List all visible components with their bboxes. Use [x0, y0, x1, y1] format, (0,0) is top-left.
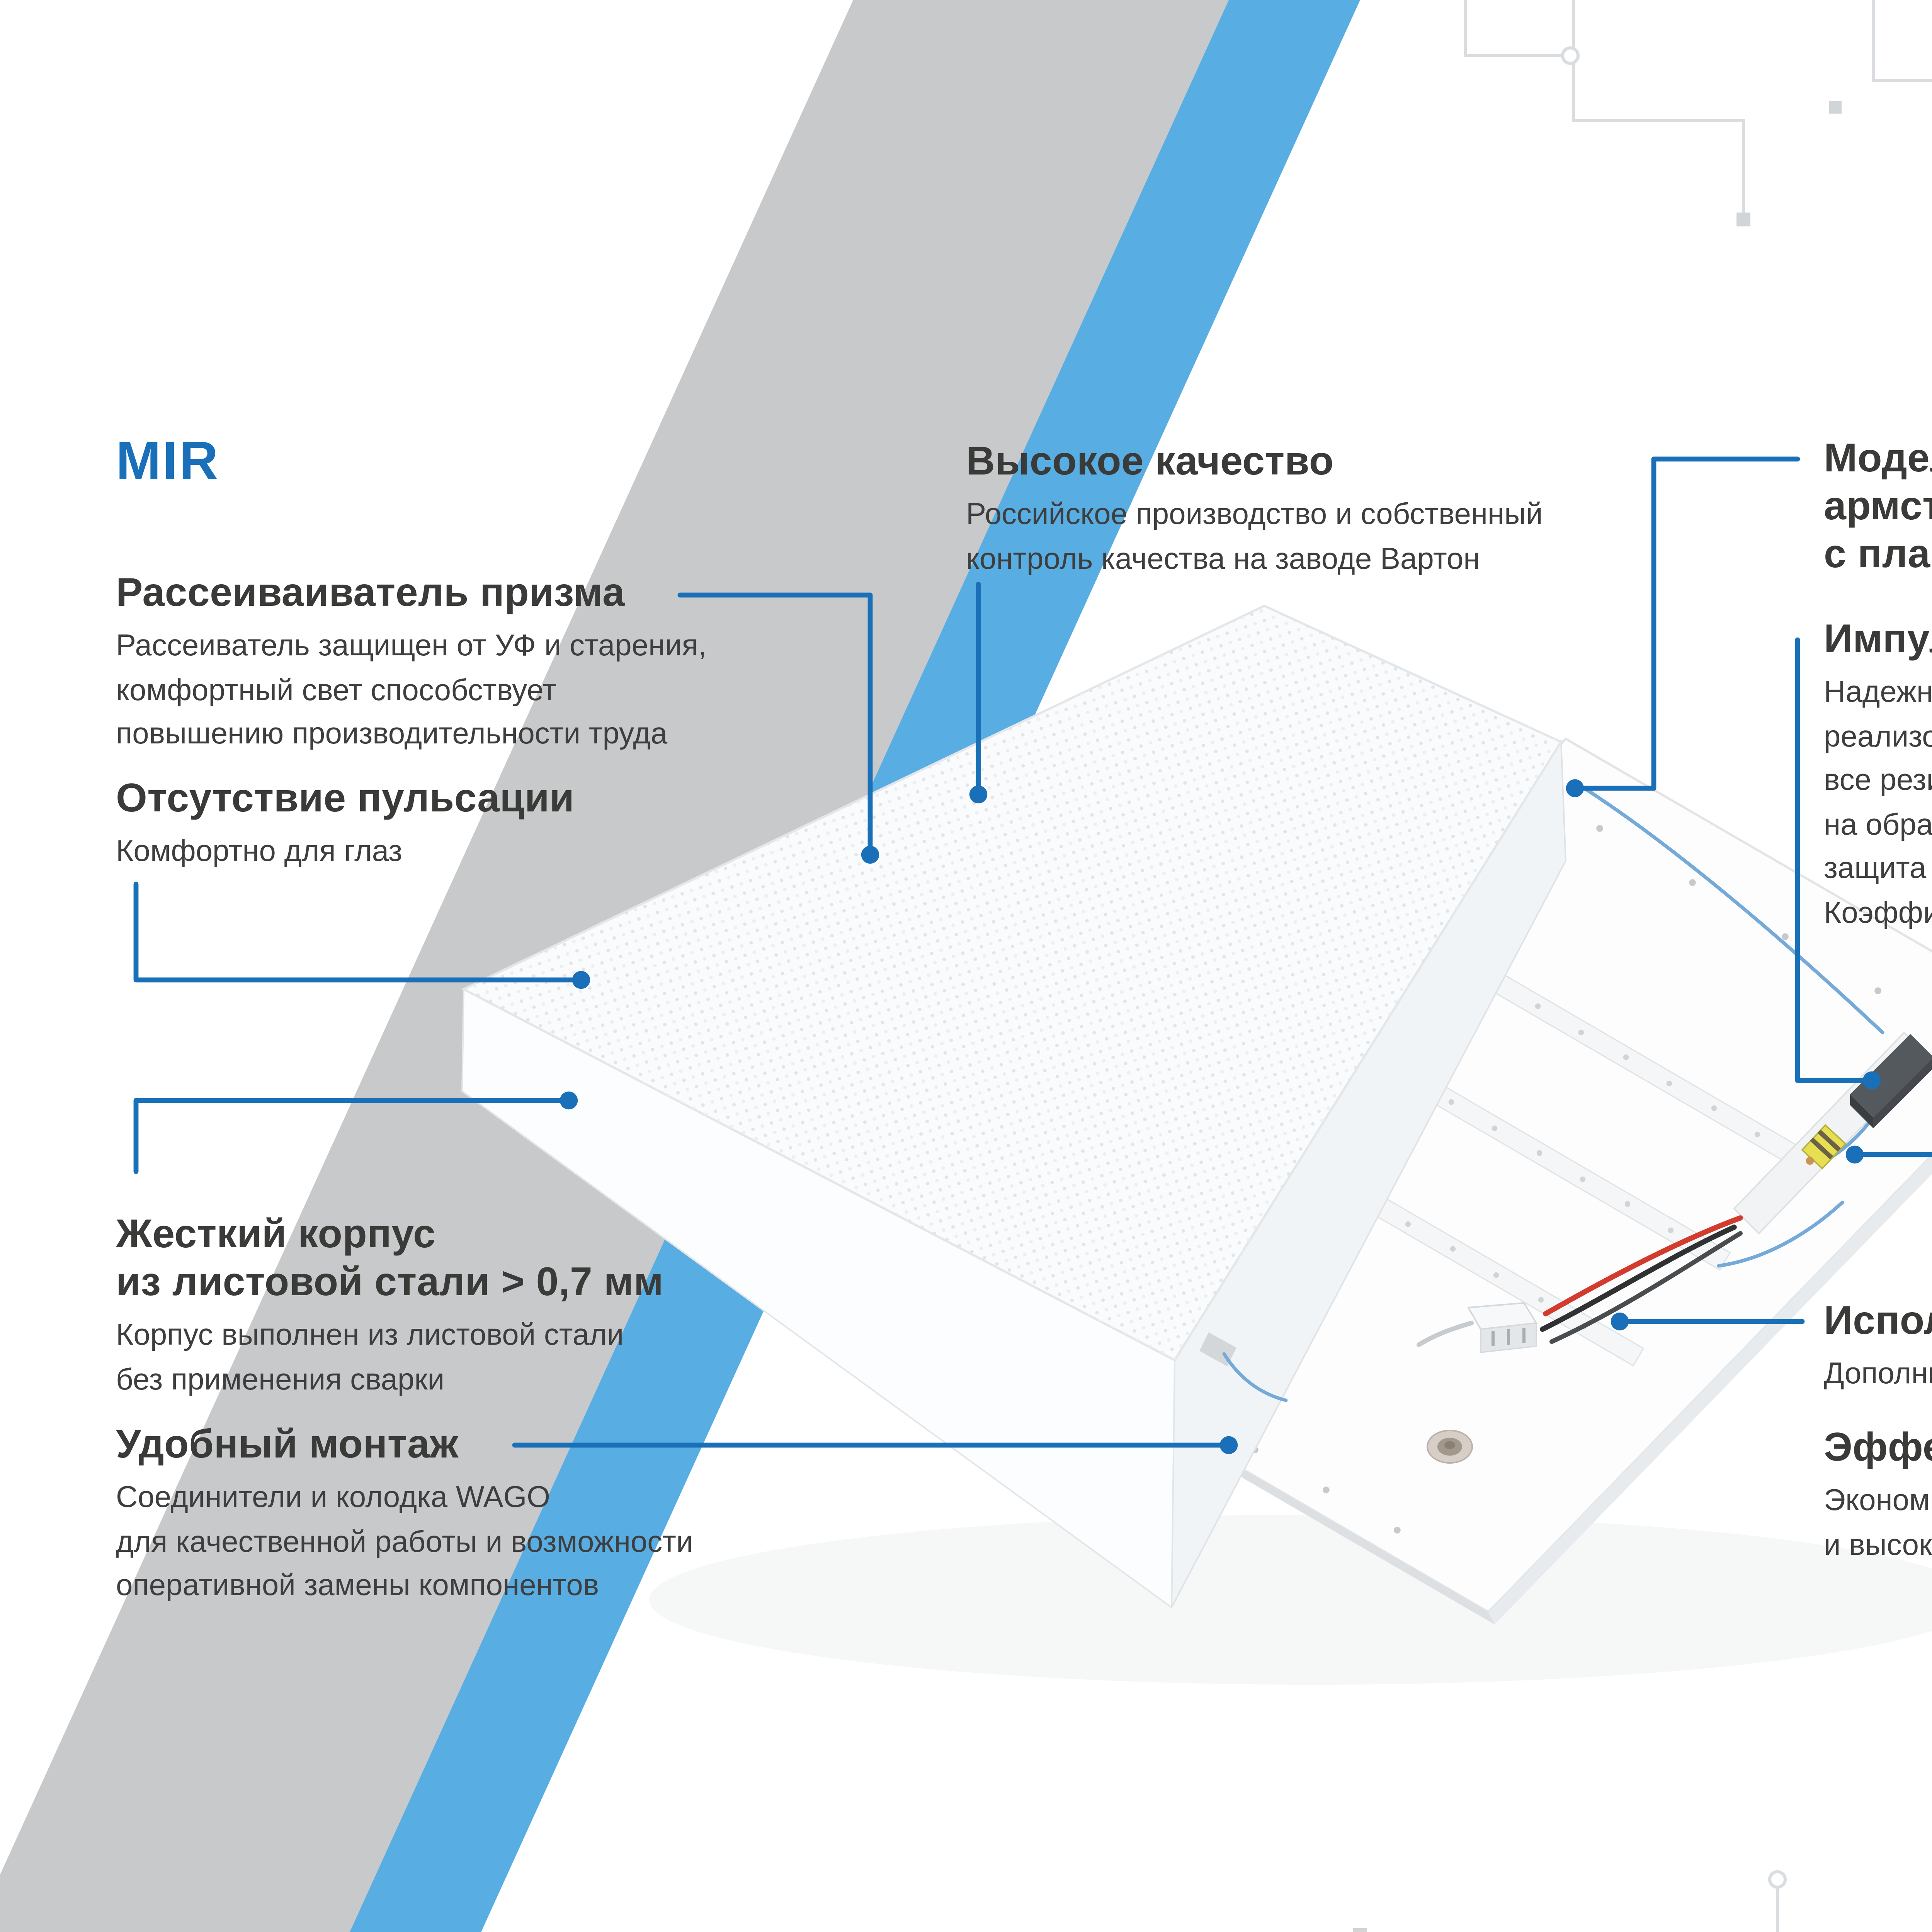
callout-line-driver — [1795, 637, 1874, 1083]
callout-mounting: Удобный монтаж Соединители и колодка WAG… — [116, 1420, 693, 1608]
screw-hole — [1427, 1430, 1473, 1464]
callout-pulsation-body: Комфортно для глаз — [116, 835, 402, 869]
callout-dot-mounting — [1219, 1436, 1238, 1454]
callout-prism-title: Рассеиваиватель призма — [116, 569, 625, 615]
callout-bap: Исполнение с БАП Дополнительная опция — [1824, 1297, 1932, 1396]
callout-pulsation-title: Отсутствие пульсации — [116, 774, 575, 821]
hinge-wire — [1222, 1352, 1288, 1402]
callout-housing: Жесткий корпус из листовой стали > 0,7 м… — [116, 1210, 663, 1402]
black-wire-2 — [1549, 1231, 1743, 1344]
callout-line-housing — [133, 1098, 571, 1174]
driver-box — [1850, 1034, 1932, 1117]
brand-label: MIR — [116, 431, 220, 492]
callout-bap-title: Исполнение с БАП — [1824, 1297, 1932, 1343]
product-shadow — [649, 1515, 1932, 1685]
callout-driver-title: Импульсный драйвер — [1824, 615, 1932, 662]
callout-driver-body: Надежный двухкаскадный драйвер реализова… — [1824, 675, 1932, 930]
callout-dot-efficiency — [1845, 1145, 1864, 1164]
callout-driver: Импульсный драйвер Надежный двухкаскадны… — [1824, 615, 1932, 935]
wago-connector — [1467, 1302, 1538, 1353]
callout-dot-quality — [969, 785, 988, 804]
power-wires — [1417, 1215, 1743, 1347]
callout-mounting-title: Удобный монтаж — [116, 1420, 459, 1467]
callout-efficiency: Эффективность Экономия на электроэнергии… — [1824, 1423, 1932, 1567]
callout-dots — [560, 779, 1881, 1454]
driver-box-side — [1850, 1094, 1873, 1128]
callout-line-prism — [677, 592, 873, 857]
callout-line-pulsation — [133, 881, 584, 983]
driver-box-side2 — [1873, 1059, 1932, 1128]
callout-dot-bap — [1611, 1312, 1629, 1331]
circuit-nodes — [1353, 101, 1842, 1932]
led-panel-illustration — [461, 604, 1932, 1685]
callout-prism: Рассеиваиватель призма Рассеиватель защи… — [116, 569, 707, 757]
callout-quality-body: Российское производство и собственный ко… — [966, 498, 1543, 576]
callout-pulsation: Отсутствие пульсации Комфортно для глаз — [116, 774, 574, 874]
callout-mounting-body: Соединители и колодка WAGO для качествен… — [116, 1481, 693, 1603]
callout-quality-title: Высокое качество — [966, 437, 1334, 484]
callout-dot-housing — [560, 1091, 578, 1110]
diffuser-panel — [461, 604, 1567, 1609]
callout-prism-body: Рассеиватель защищен от УФ и старения, к… — [116, 629, 707, 751]
callout-lines — [133, 456, 1932, 1448]
callout-efficiency-body: Экономия на электроэнергии и высокий КПД… — [1824, 1484, 1932, 1562]
callout-quality: Высокое качество Российское производство… — [966, 437, 1543, 581]
transformer — [1801, 1124, 1847, 1170]
callout-line-ceilings — [1572, 456, 1800, 791]
diffuser-texture — [464, 606, 1561, 1360]
callout-ceilings: Модели для потолков: армстронг и грильят… — [1824, 434, 1932, 578]
circuit-junctions — [1561, 46, 1787, 1889]
callout-bap-body: Дополнительная опция — [1824, 1357, 1932, 1391]
callout-housing-title: Жесткий корпус из листовой стали > 0,7 м… — [116, 1210, 664, 1304]
black-wire — [1540, 1225, 1737, 1332]
gray-wire — [1417, 1321, 1474, 1347]
callout-dot-pulsation — [572, 971, 590, 989]
callout-housing-body: Корпус выполнен из листовой стали без пр… — [116, 1318, 624, 1396]
callout-ceilings-title: Модели для потолков: армстронг и грильят… — [1824, 434, 1932, 577]
callout-efficiency-title: Эффективность — [1824, 1423, 1932, 1470]
red-wire — [1543, 1215, 1743, 1316]
coil — [1806, 1156, 1814, 1165]
callout-dot-prism — [861, 845, 879, 864]
callout-dot-ceilings — [1566, 779, 1584, 798]
callout-dot-driver — [1862, 1071, 1881, 1090]
